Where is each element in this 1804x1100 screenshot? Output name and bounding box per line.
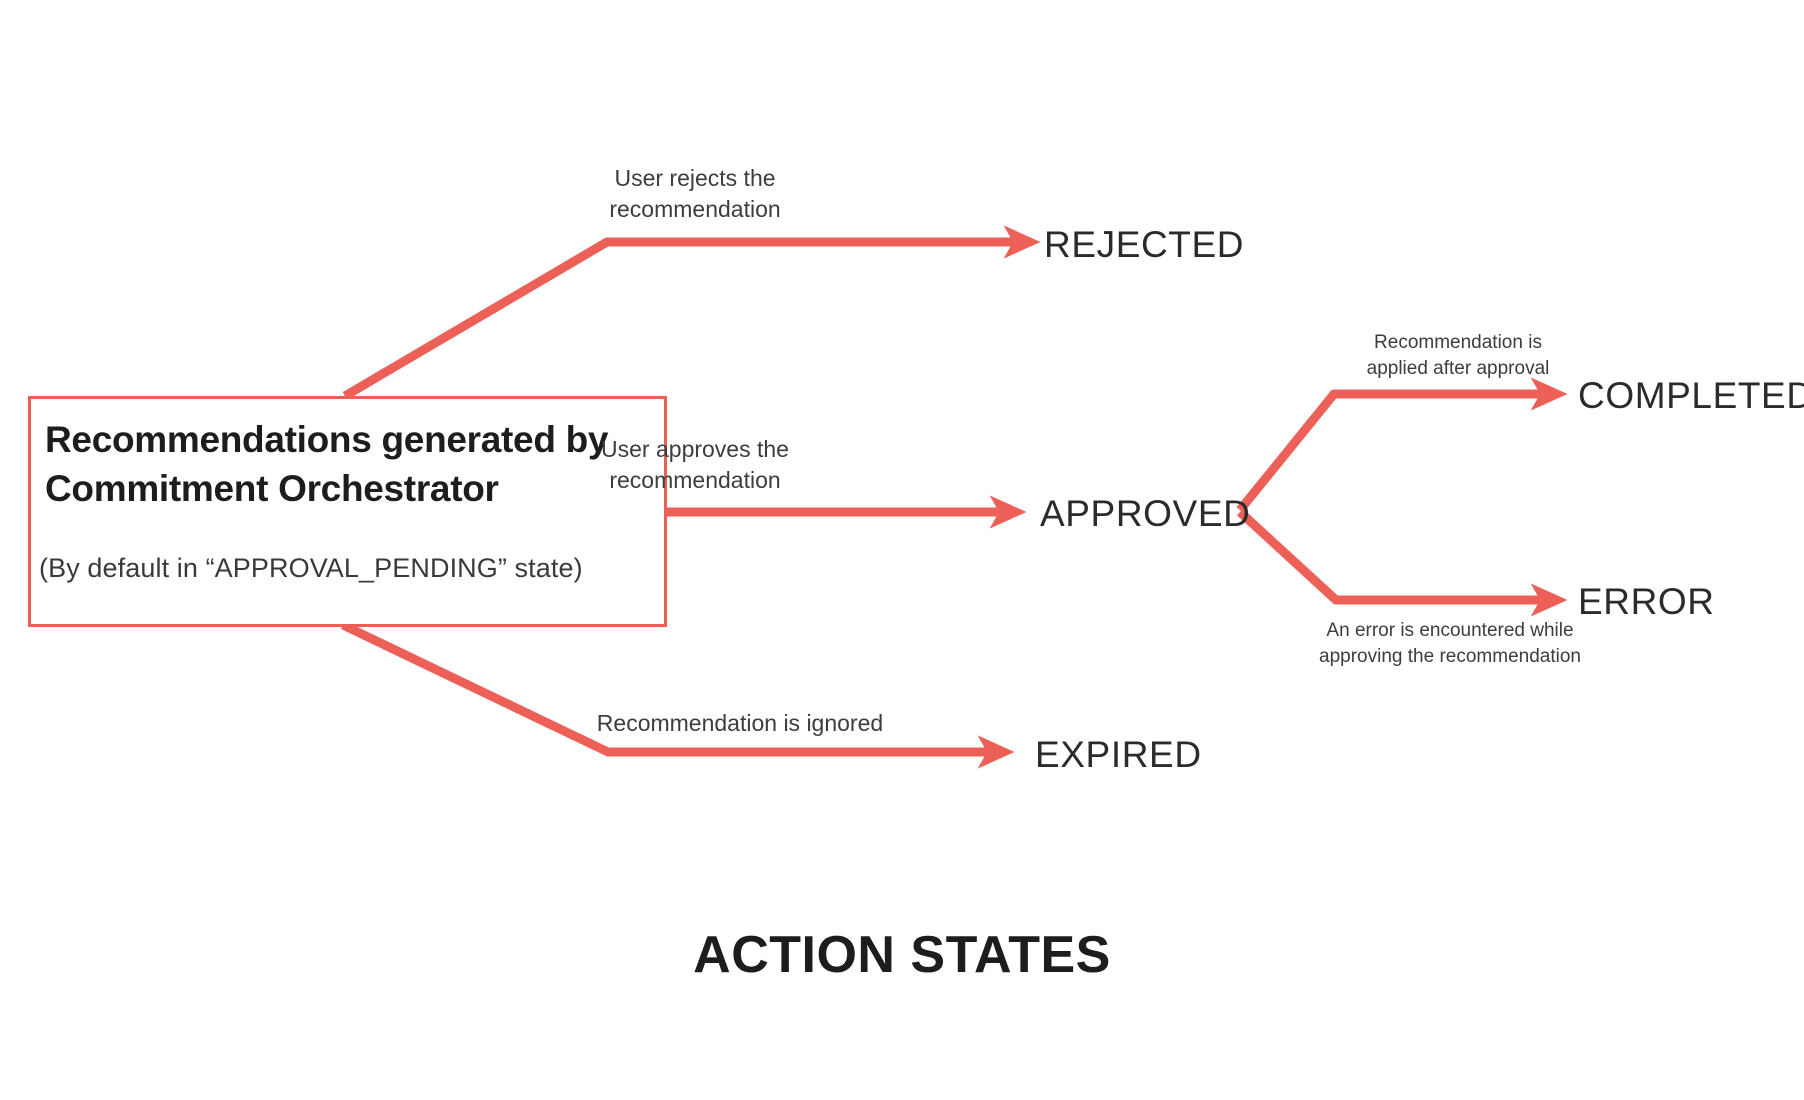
- edge-label-to-error: An error is encountered while approving …: [1319, 620, 1581, 667]
- arrow-to-rejected: [342, 225, 1041, 400]
- source-state-title: Recommendations generated by Commitment …: [45, 419, 609, 509]
- source-state-box: Recommendations generated by Commitment …: [28, 396, 667, 627]
- arrow-to-expired: [341, 620, 1015, 769]
- edge-label-to-expired: Recommendation is ignored: [596, 710, 884, 736]
- state-expired: EXPIRED: [1035, 734, 1202, 775]
- arrow-to-completed: [1236, 377, 1568, 513]
- state-rejected: REJECTED: [1044, 224, 1245, 265]
- arrow-to-error: [1236, 508, 1568, 617]
- state-completed: COMPLETED: [1578, 375, 1804, 416]
- state-approved: APPROVED: [1040, 493, 1251, 534]
- source-state-subtitle: (By default in “APPROVAL_PENDING” state): [39, 553, 583, 583]
- diagram-caption: ACTION STATES: [693, 926, 1111, 984]
- state-error: ERROR: [1578, 581, 1715, 622]
- edge-label-to-approved: User approves the recommendation: [601, 436, 789, 493]
- edge-label-to-completed: Recommendation is applied after approval: [1366, 332, 1550, 379]
- edge-label-to-rejected: User rejects the recommendation: [609, 165, 781, 222]
